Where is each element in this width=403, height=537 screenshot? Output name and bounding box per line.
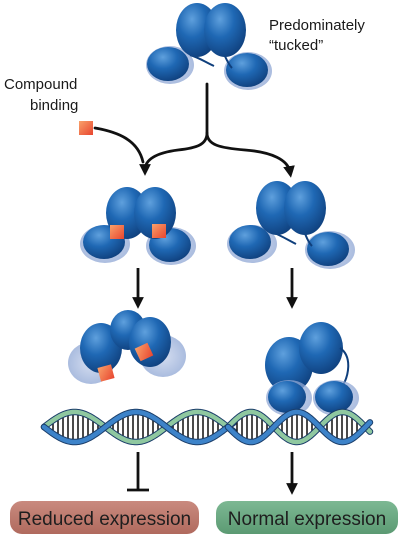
dna-helix-left xyxy=(40,408,238,446)
state-label-line2: “tucked” xyxy=(269,37,323,54)
protein-tucked-top xyxy=(146,3,272,90)
protein-dna-bound-bottom xyxy=(265,322,359,416)
reduced-expression-label: Reduced expression xyxy=(18,509,191,530)
compound-square xyxy=(79,121,93,135)
compound-label-line2: binding xyxy=(30,97,78,114)
protein-bound-bottom xyxy=(68,310,186,384)
protein-bound-middle xyxy=(80,187,196,265)
middle-down-arrows xyxy=(132,268,298,309)
reduced-expression-box: Reduced expression xyxy=(10,501,199,534)
compound-label-line1: Compound xyxy=(4,76,77,93)
normal-expression-box: Normal expression xyxy=(216,501,398,534)
outcome-arrows xyxy=(127,452,298,495)
dna-helix-right xyxy=(224,408,374,446)
normal-expression-label: Normal expression xyxy=(228,509,386,530)
branch-arrows xyxy=(93,82,295,178)
state-label-line1: Predominately xyxy=(269,17,365,34)
protein-unbound-middle xyxy=(227,181,355,269)
